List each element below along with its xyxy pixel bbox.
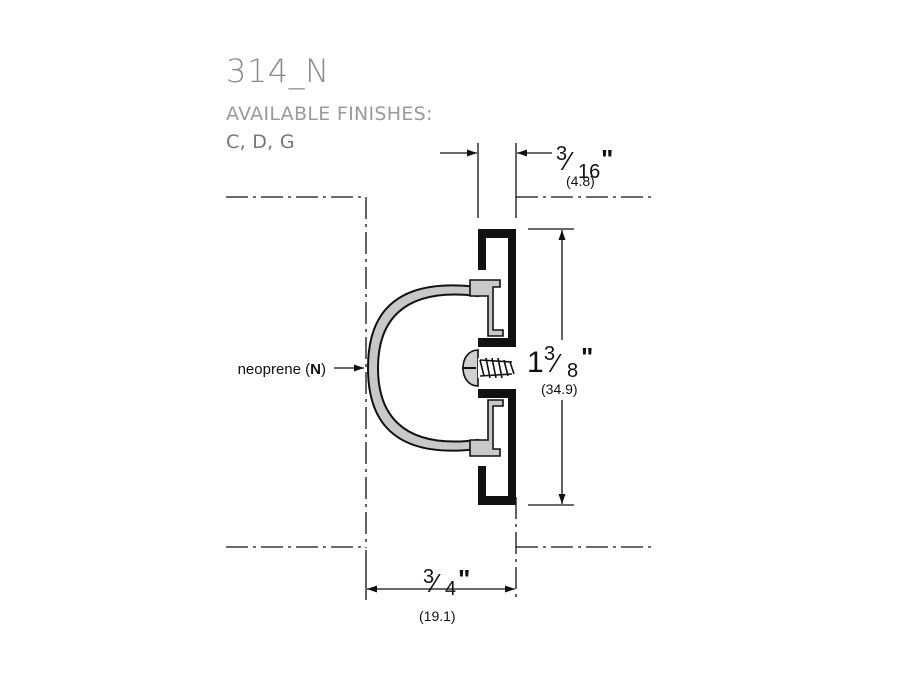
depth-unit: "	[458, 564, 470, 594]
depth-dimension-label: 3 ⁄ 4 " (19.1)	[419, 564, 470, 624]
finishes-list: C, D, G	[226, 131, 295, 153]
height-metric: (34.9)	[541, 381, 578, 397]
height-numerator: 3	[544, 343, 555, 365]
screw	[462, 349, 515, 387]
retainer-channel	[478, 229, 516, 505]
extension-lines	[365, 143, 574, 600]
neoprene-gasket	[366, 279, 504, 457]
thickness-denominator: 16	[578, 161, 600, 183]
finishes-label: AVAILABLE FINISHES:	[226, 103, 433, 125]
height-whole: 1	[527, 346, 544, 379]
height-dimension-label: 1 3 ⁄ 8 " (34.9)	[524, 340, 604, 400]
product-title: 314_N	[226, 52, 330, 90]
thickness-unit: "	[601, 144, 613, 174]
frame-lines	[226, 196, 656, 600]
material-suffix: )	[321, 361, 326, 378]
depth-metric: (19.1)	[419, 608, 456, 624]
depth-numerator: 3	[423, 566, 434, 588]
thickness-metric: (4.8)	[566, 173, 595, 189]
height-unit: "	[581, 342, 593, 372]
depth-denominator: 4	[445, 578, 456, 600]
material-prefix: neoprene (	[238, 361, 311, 378]
material-callout: neoprene (N)	[238, 361, 326, 378]
thickness-dimension-label: 3 ⁄ 16 " (4.8)	[556, 143, 613, 189]
svg-text:neoprene (N): neoprene (N)	[238, 361, 326, 378]
material-code: N	[310, 361, 321, 378]
thickness-numerator: 3	[556, 143, 567, 165]
height-denominator: 8	[567, 360, 578, 382]
